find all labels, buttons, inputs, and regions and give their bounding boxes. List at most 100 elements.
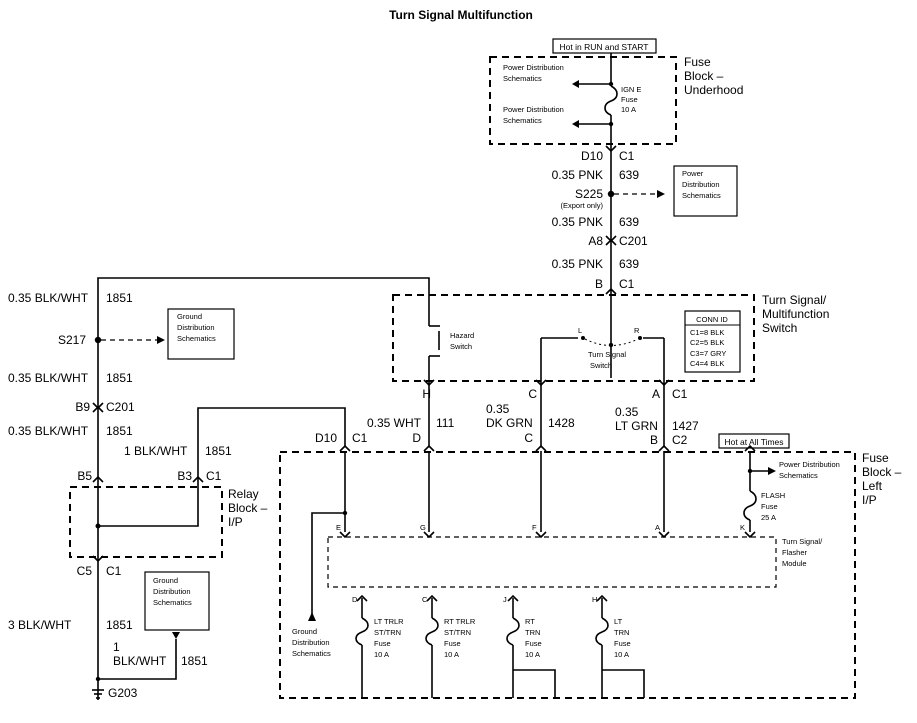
conn-id-row: C4=4 BLK — [690, 359, 724, 368]
fuse-block-underhood-label-1: Fuse — [684, 55, 711, 69]
ts-pos-l: L — [578, 326, 582, 335]
flash-fuse-label: Fuse — [761, 502, 778, 511]
switch-out-c1: C1 — [672, 387, 688, 401]
flash-fuse-icon — [743, 490, 757, 521]
hot-run-start-label: Hot in RUN and START — [560, 42, 649, 52]
conn-id-row: C3=7 GRY — [690, 349, 726, 358]
fuse-pin-icon — [596, 594, 608, 602]
ign-e-fuse-label: Fuse — [621, 95, 638, 104]
turn-signal-flasher-module — [327, 536, 777, 588]
wire-1851-f-color: BLK/WHT — [113, 654, 167, 668]
connector-d10-icon — [605, 145, 617, 153]
flash-fuse-name: FLASH — [761, 491, 785, 500]
relay-label-1: Relay — [228, 487, 259, 501]
module-pin-k: K — [740, 523, 745, 532]
pd-box-line2: Distribution — [682, 180, 720, 189]
fuse-label: RT — [525, 617, 535, 626]
splice-s225-note: (Export only) — [560, 201, 603, 210]
fuse-pin-label: D — [352, 595, 358, 604]
switch-out-c: C — [528, 387, 537, 401]
pd-ref-2-line2: Schematics — [503, 116, 542, 125]
gd-box-2-line3: Schematics — [153, 598, 192, 607]
fuse-pin-label: H — [592, 595, 597, 604]
wire-1851-e-label: 3 BLK/WHT — [8, 618, 72, 632]
hot-all-times-label: Hot at All Times — [724, 437, 783, 447]
wire-1851-b-label: 0.35 BLK/WHT — [8, 371, 89, 385]
module-pin-e: E — [336, 523, 341, 532]
fb-left-pd-line2: Schematics — [779, 471, 818, 480]
relay-connector-icon — [92, 475, 204, 483]
module-label-2: Flasher — [782, 548, 808, 557]
fuse-label: LT — [614, 617, 623, 626]
module-pins-icon — [339, 531, 756, 539]
relay-c5-conn: C1 — [106, 564, 122, 578]
fuse-block-left-ip: Fuse Block – Left I/P Hot at All Times D… — [279, 431, 902, 699]
turn-signal-multifunction-switch: Turn Signal/ Multifunction Switch Hazard… — [392, 293, 829, 384]
fuse-pin-icon — [507, 594, 519, 602]
arrow-right-icon — [157, 336, 165, 344]
fuse-label: TRN — [614, 628, 629, 637]
arrow-down-icon — [172, 632, 180, 639]
wire-1427-circuit: 1427 — [672, 419, 699, 433]
fuse-label: RT TRLR — [444, 617, 476, 626]
pd-ref-1-line2: Schematics — [503, 74, 542, 83]
fuse-label: Fuse — [444, 639, 461, 648]
wire-111-label: 0.35 WHT — [367, 416, 422, 430]
pd-ref-2-line1: Power Distribution — [503, 105, 564, 114]
gd-ref-line1: Ground — [292, 627, 317, 636]
fb-left-label-2: Block – — [862, 465, 902, 479]
wire-1851-a-label: 0.35 BLK/WHT — [8, 291, 89, 305]
arrow-right-icon — [657, 190, 665, 198]
wire-1851-d-label: 1 BLK/WHT — [124, 444, 188, 458]
left-circuit-1851: 0.35 BLK/WHT 1851 S217 Ground Distributi… — [8, 277, 430, 700]
connector-c201-icon — [92, 402, 104, 413]
relay-c1: C1 — [206, 469, 222, 483]
ts-switch-line1: Turn Signal — [588, 350, 626, 359]
switch-in-pin: B — [595, 277, 603, 291]
wire-639-c-circuit: 639 — [619, 257, 639, 271]
fuse-block-underhood-label-2: Block – — [684, 69, 724, 83]
tsm-label-2: Multifunction — [762, 307, 829, 321]
module-label-3: Module — [782, 559, 807, 568]
fb-left-pd-line1: Power Distribution — [779, 460, 840, 469]
ts-switch-line2: Switch — [590, 361, 612, 370]
module-pin-g: G — [420, 523, 426, 532]
wire-639-c-label: 0.35 PNK — [552, 257, 603, 271]
wire-639-a-circuit: 639 — [619, 168, 639, 182]
pd-box-line3: Schematics — [682, 191, 721, 200]
gd-ref-line2: Distribution — [292, 638, 330, 647]
c201-upper-pin: A8 — [588, 234, 603, 248]
switch-out-h: H — [422, 387, 431, 401]
wire-1428-gauge: 0.35 — [486, 402, 510, 416]
relay-label-3: I/P — [228, 515, 243, 529]
ign-e-fuse-name: IGN E — [621, 85, 641, 94]
ts-pos-r: R — [634, 326, 640, 335]
wire-639-b-label: 0.35 PNK — [552, 215, 603, 229]
wire-111-circuit: 111 — [436, 416, 455, 430]
fb-left-d: D — [412, 431, 421, 445]
fuse-label: 10 A — [614, 650, 629, 659]
diagram-title: Turn Signal Multifunction — [389, 8, 533, 22]
fuse-label: Fuse — [525, 639, 542, 648]
splice-s217-icon — [94, 336, 102, 344]
wire-1851-c-label: 0.35 BLK/WHT — [8, 424, 89, 438]
wire-1851-e-circuit: 1851 — [106, 618, 133, 632]
splice-s225-name: S225 — [575, 187, 603, 201]
fuse-pin-label: J — [503, 595, 507, 604]
fuse-label: ST/TRN — [444, 628, 471, 637]
c201-lower-conn: C201 — [106, 400, 135, 414]
pd-box — [673, 165, 738, 217]
connector-d10-conn: C1 — [619, 149, 635, 163]
conn-id-header: CONN ID — [696, 315, 728, 324]
ign-e-fuse-icon — [604, 85, 618, 116]
fuse-label: 10 A — [525, 650, 540, 659]
fuse-label: ST/TRN — [374, 628, 401, 637]
relay-label-2: Block – — [228, 501, 268, 515]
splice-s225-icon — [607, 190, 615, 198]
gd-box-1-line2: Distribution — [177, 323, 215, 332]
c201-lower-pin: B9 — [75, 400, 90, 414]
ign-e-fuse-rating: 10 A — [621, 105, 636, 114]
fuse-block-underhood-label-3: Underhood — [684, 83, 743, 97]
